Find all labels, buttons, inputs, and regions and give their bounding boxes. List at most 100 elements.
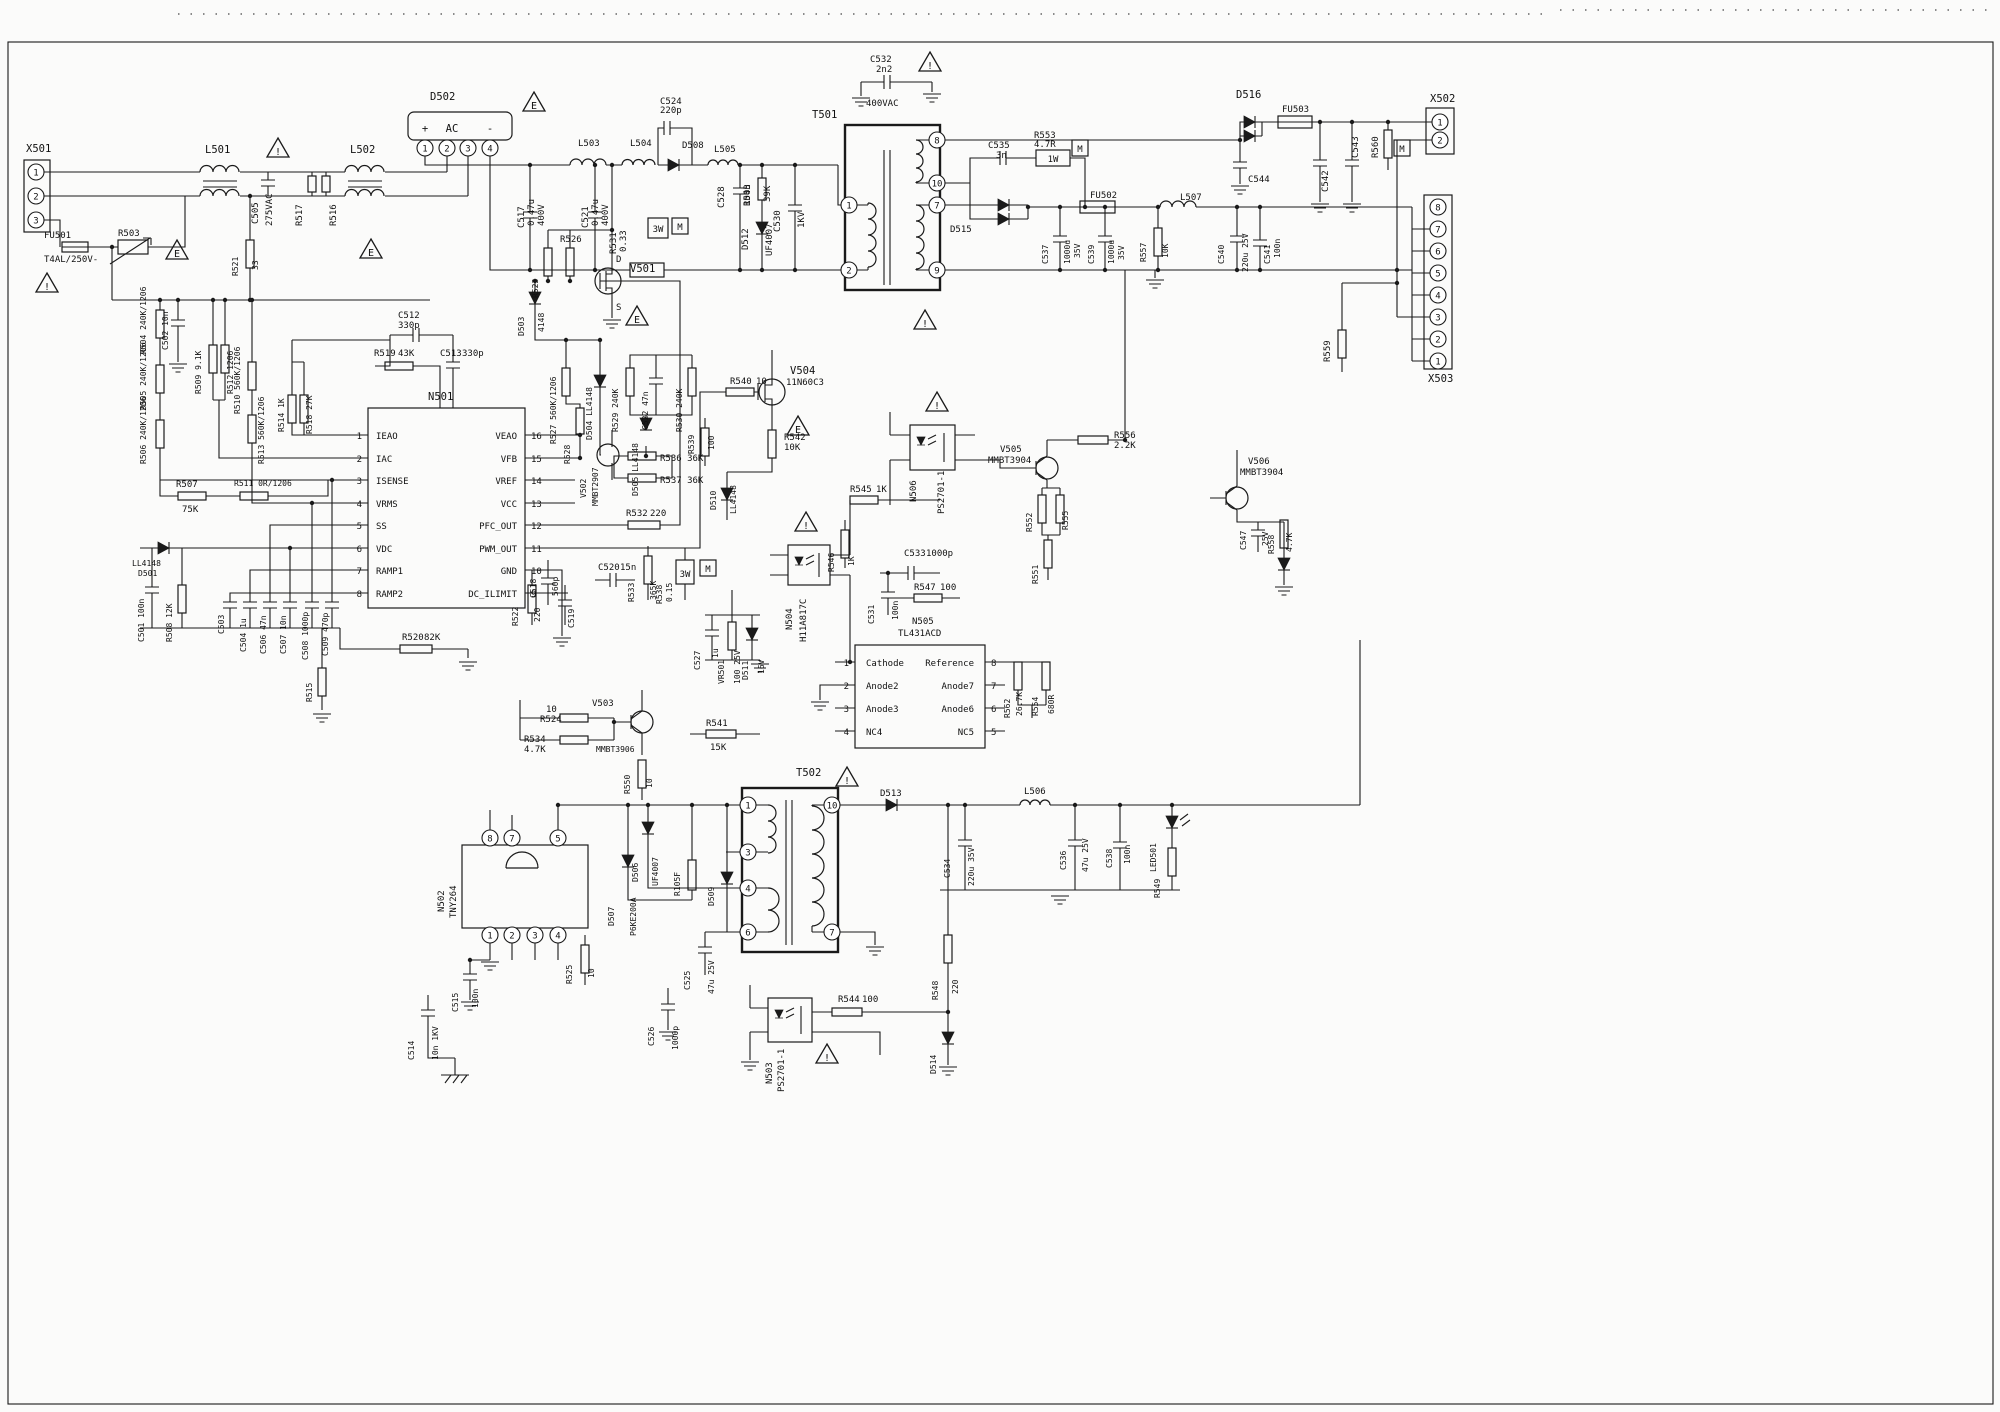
component-label: C506 47n [259, 615, 268, 654]
component-label: 100 [862, 995, 878, 1005]
warning-mark: ! [922, 319, 928, 330]
component-label: 275VAC [265, 193, 275, 226]
component-label: D508 [682, 141, 704, 151]
pin-circle [823, 923, 841, 941]
component-label: 9 [531, 590, 536, 600]
resistor-box [299, 394, 309, 424]
junction-dot [1082, 204, 1088, 210]
component-label: 4.7R [1034, 140, 1056, 150]
component-label: 0.33 [619, 230, 629, 252]
ground-icon [751, 663, 769, 673]
component-label: FU502 [1090, 191, 1117, 201]
component-label: 13 [531, 500, 542, 510]
capacitor-plates [1053, 235, 1067, 243]
component-label: C504 1u [239, 618, 248, 652]
diode-icon [885, 798, 898, 812]
component-label: C547 [1239, 531, 1248, 550]
pin-circle [1429, 264, 1447, 282]
ground-icon [461, 1001, 479, 1011]
junction-dot [1057, 204, 1063, 210]
component-label: PWM_OUT [479, 545, 518, 555]
component-label: 39K [763, 185, 773, 202]
resistor-box [675, 559, 695, 585]
n502-tny264-body [461, 844, 589, 929]
component-label: 1 [357, 432, 362, 442]
component-label: 3W [653, 225, 664, 235]
component-label: C528 [717, 186, 727, 208]
component-label: C527 [693, 651, 702, 670]
warning-triangle-icon [834, 765, 860, 787]
pin-circle [503, 926, 521, 944]
component-label: 7 [357, 567, 362, 577]
capacitor-plates [283, 601, 297, 609]
component-label: 14 [531, 477, 542, 487]
component-label: D516 [1236, 89, 1261, 101]
inductor-coil [621, 158, 656, 166]
component-label: 15K [710, 743, 727, 753]
component-label: C539 [1087, 245, 1096, 264]
component-label: D505 LL4148 [631, 443, 640, 496]
component-label: R513 560K/1206 [257, 396, 266, 464]
component-label: D515 [950, 225, 972, 235]
junction-dot [792, 162, 798, 168]
transistor-icon [596, 443, 620, 467]
resistor-box [1043, 539, 1053, 569]
component-label: R538 [655, 585, 664, 604]
component-label: 16 [531, 432, 542, 442]
component-label: X501 [26, 143, 51, 155]
component-label: 10 [645, 778, 654, 788]
earth-mark: E [634, 315, 640, 326]
junction-dot [1057, 267, 1063, 273]
component-label: M [1077, 145, 1083, 155]
component-label: R515 [305, 683, 314, 702]
pin-circle [459, 139, 477, 157]
junction-dot [1102, 204, 1108, 210]
component-label: R540 [730, 377, 752, 387]
component-label: R536 36K [660, 454, 704, 464]
diode-icon [755, 221, 769, 235]
ground-icon [481, 961, 499, 971]
resistor-box [177, 584, 187, 614]
junction-dot [545, 278, 551, 284]
junction-dot [222, 297, 228, 303]
component-label: R514 1K [277, 398, 286, 432]
component-label: PFC_OUT [479, 522, 518, 532]
resistor-box [699, 559, 717, 577]
component-label: 365K [649, 581, 658, 600]
component-label: D512 [741, 228, 751, 250]
component-label: 3W [680, 570, 691, 580]
component-label: 0.47u [527, 199, 537, 226]
component-label: R562 [1003, 699, 1012, 718]
component-label: 1 [844, 659, 849, 669]
component-label: 47u 25V [707, 960, 716, 994]
pin-circle [27, 211, 45, 229]
warning-mark: ! [275, 147, 281, 158]
component-label: C505 [251, 202, 261, 224]
component-label: R522 [511, 607, 520, 626]
component-label: T501 [812, 109, 837, 121]
component-label: L502 [350, 144, 375, 156]
component-label: C517 [517, 206, 527, 228]
component-label: C543 [1351, 136, 1361, 158]
component-label: R505 240K/1206 [139, 342, 148, 410]
component-label: VR501 [717, 660, 726, 684]
pin-number: 3 [465, 145, 470, 155]
optocoupler-body [767, 997, 813, 1043]
component-label: M [705, 565, 711, 575]
component-label: R530 240K [675, 388, 684, 432]
warning-triangle-icon [917, 50, 943, 72]
capacitor-plates [733, 187, 747, 195]
resistor-box [831, 1007, 863, 1017]
pin-circle [840, 196, 858, 214]
warning-triangle-icon [265, 136, 291, 158]
capacitor-plates [609, 573, 617, 587]
component-label: LL4148 [729, 485, 738, 514]
inductor-coil [915, 139, 924, 183]
resistor-box [1071, 139, 1089, 157]
diode-icon [941, 1031, 955, 1045]
resistor-box [287, 394, 297, 424]
ground-icon [553, 637, 571, 647]
pin-circle [1429, 330, 1447, 348]
component-label: R555 [1061, 511, 1070, 530]
capacitor-plates [1113, 841, 1127, 849]
